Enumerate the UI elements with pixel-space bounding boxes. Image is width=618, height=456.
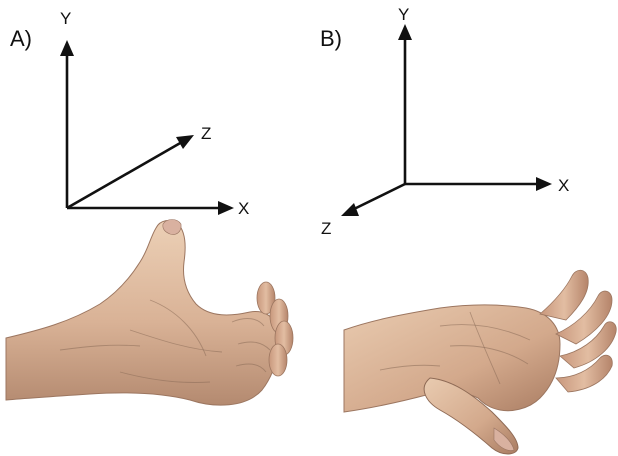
panel-b-z-label: Z: [321, 219, 331, 238]
panel-b-axes: Y X Z: [321, 5, 569, 238]
panel-a: A) Y X Z: [6, 9, 293, 405]
panel-a-y-arrowhead: [60, 40, 74, 56]
right-hand-palm-up-icon: [344, 270, 616, 454]
panel-a-x-arrowhead: [218, 201, 234, 215]
panel-a-label: A): [10, 26, 32, 51]
panel-a-y-label: Y: [60, 9, 71, 28]
right-hand-thumb-up-icon: [6, 220, 293, 406]
panel-b-label: B): [320, 26, 342, 51]
panel-b-x-arrowhead: [536, 177, 552, 191]
panel-b-z-arrowhead: [341, 203, 359, 216]
panel-b-y-arrowhead: [398, 24, 412, 40]
panel-a-z-arrowhead: [176, 135, 194, 149]
panel-b-y-label: Y: [398, 5, 409, 24]
panel-b-x-label: X: [558, 176, 569, 195]
panel-b-z-axis: [352, 184, 405, 210]
panel-a-x-label: X: [238, 199, 249, 218]
panel-b: B) Y X Z: [320, 5, 616, 454]
panel-a-axes: Y X Z: [60, 9, 249, 218]
panel-a-z-label: Z: [201, 124, 211, 143]
panel-a-z-axis: [67, 142, 182, 208]
